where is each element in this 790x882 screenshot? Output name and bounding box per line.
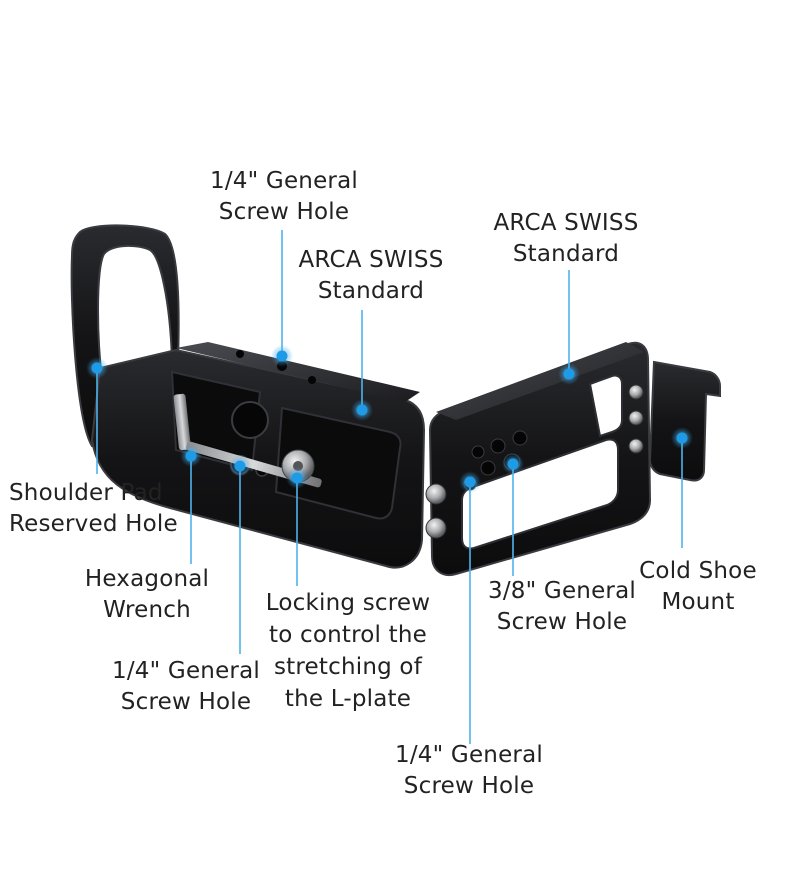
- top-rail-hole: [308, 376, 316, 384]
- marker-dot: [271, 345, 293, 367]
- side-screw: [425, 483, 447, 505]
- callout-line: 3/8" General: [488, 578, 636, 604]
- callout-arca-left: ARCA SWISS Standard: [296, 245, 446, 307]
- callout-bottom-left-screw-hole: 1/4" General Screw Hole: [106, 656, 266, 718]
- side-screw: [628, 384, 644, 400]
- callout-line: Screw Hole: [218, 199, 350, 225]
- callout-line: Mount: [661, 589, 735, 615]
- callout-line: Screw Hole: [496, 609, 628, 635]
- callout-hex-wrench: Hexagonal Wrench: [72, 564, 222, 626]
- top-rail-hole: [236, 350, 244, 358]
- side-screw: [628, 410, 644, 426]
- callout-line: ARCA SWISS: [493, 210, 639, 236]
- callout-line: ARCA SWISS: [298, 247, 444, 273]
- side-screw: [628, 438, 644, 454]
- marker-dot: [671, 427, 693, 449]
- marker-dot: [229, 455, 251, 477]
- callout-line: Reserved Hole: [9, 511, 178, 537]
- marker-dot: [351, 399, 373, 421]
- vertical-arm-upper-window: [588, 374, 623, 438]
- callout-line: 1/4" General: [210, 168, 358, 194]
- arm-hole: [490, 438, 506, 454]
- callout-cold-shoe: Cold Shoe Mount: [630, 556, 766, 618]
- vertical-arm-window: [461, 438, 619, 550]
- arm-hole: [512, 430, 528, 446]
- marker-dot: [558, 363, 580, 385]
- marker-dot: [459, 471, 481, 493]
- side-screw: [425, 517, 447, 539]
- callout-shoulder-pad: Shoulder Pad Reserved Hole: [9, 478, 189, 540]
- markers: [86, 345, 693, 493]
- marker-dot: [180, 445, 202, 467]
- callout-locking-screw: Locking screw to control the stretching …: [258, 587, 438, 715]
- arm-hole: [480, 460, 496, 476]
- marker-dot: [86, 357, 108, 379]
- callout-line: 1/4" General: [395, 742, 543, 768]
- callout-line: Standard: [317, 278, 425, 304]
- callout-line: 1/4" General: [112, 658, 260, 684]
- arm-hole: [471, 445, 485, 459]
- callout-line: Hexagonal: [84, 566, 210, 592]
- callout-line: Locking screw: [265, 590, 431, 616]
- callout-line: Screw Hole: [403, 773, 535, 799]
- leader-lines: [96, 230, 683, 744]
- callout-line: Cold Shoe: [639, 558, 757, 584]
- cold-shoe-mount: [648, 360, 721, 482]
- base-plate-long-slot: [274, 406, 402, 520]
- callout-top-screw-hole: 1/4" General Screw Hole: [204, 166, 364, 228]
- vertical-arm-top-rail: [436, 342, 644, 420]
- callout-bottom-center-screw-hole: 1/4" General Screw Hole: [389, 740, 549, 802]
- callout-arca-right: ARCA SWISS Standard: [491, 208, 641, 270]
- callout-line: Screw Hole: [120, 689, 252, 715]
- callout-line: to control the: [269, 622, 427, 648]
- marker-dot: [502, 453, 524, 475]
- callout-line: Shoulder Pad: [9, 480, 163, 506]
- callout-three-eighths-screw-hole: 3/8" General Screw Hole: [481, 576, 643, 638]
- marker-dot: [286, 467, 308, 489]
- base-plate-top-rail: [176, 342, 420, 402]
- callout-line: stretching of: [274, 654, 422, 680]
- callout-line: the L-plate: [284, 686, 412, 712]
- l-plate-product: [70, 224, 721, 576]
- callout-line: Standard: [512, 241, 620, 267]
- callout-line: Wrench: [103, 597, 191, 623]
- base-hole-large: [231, 401, 269, 439]
